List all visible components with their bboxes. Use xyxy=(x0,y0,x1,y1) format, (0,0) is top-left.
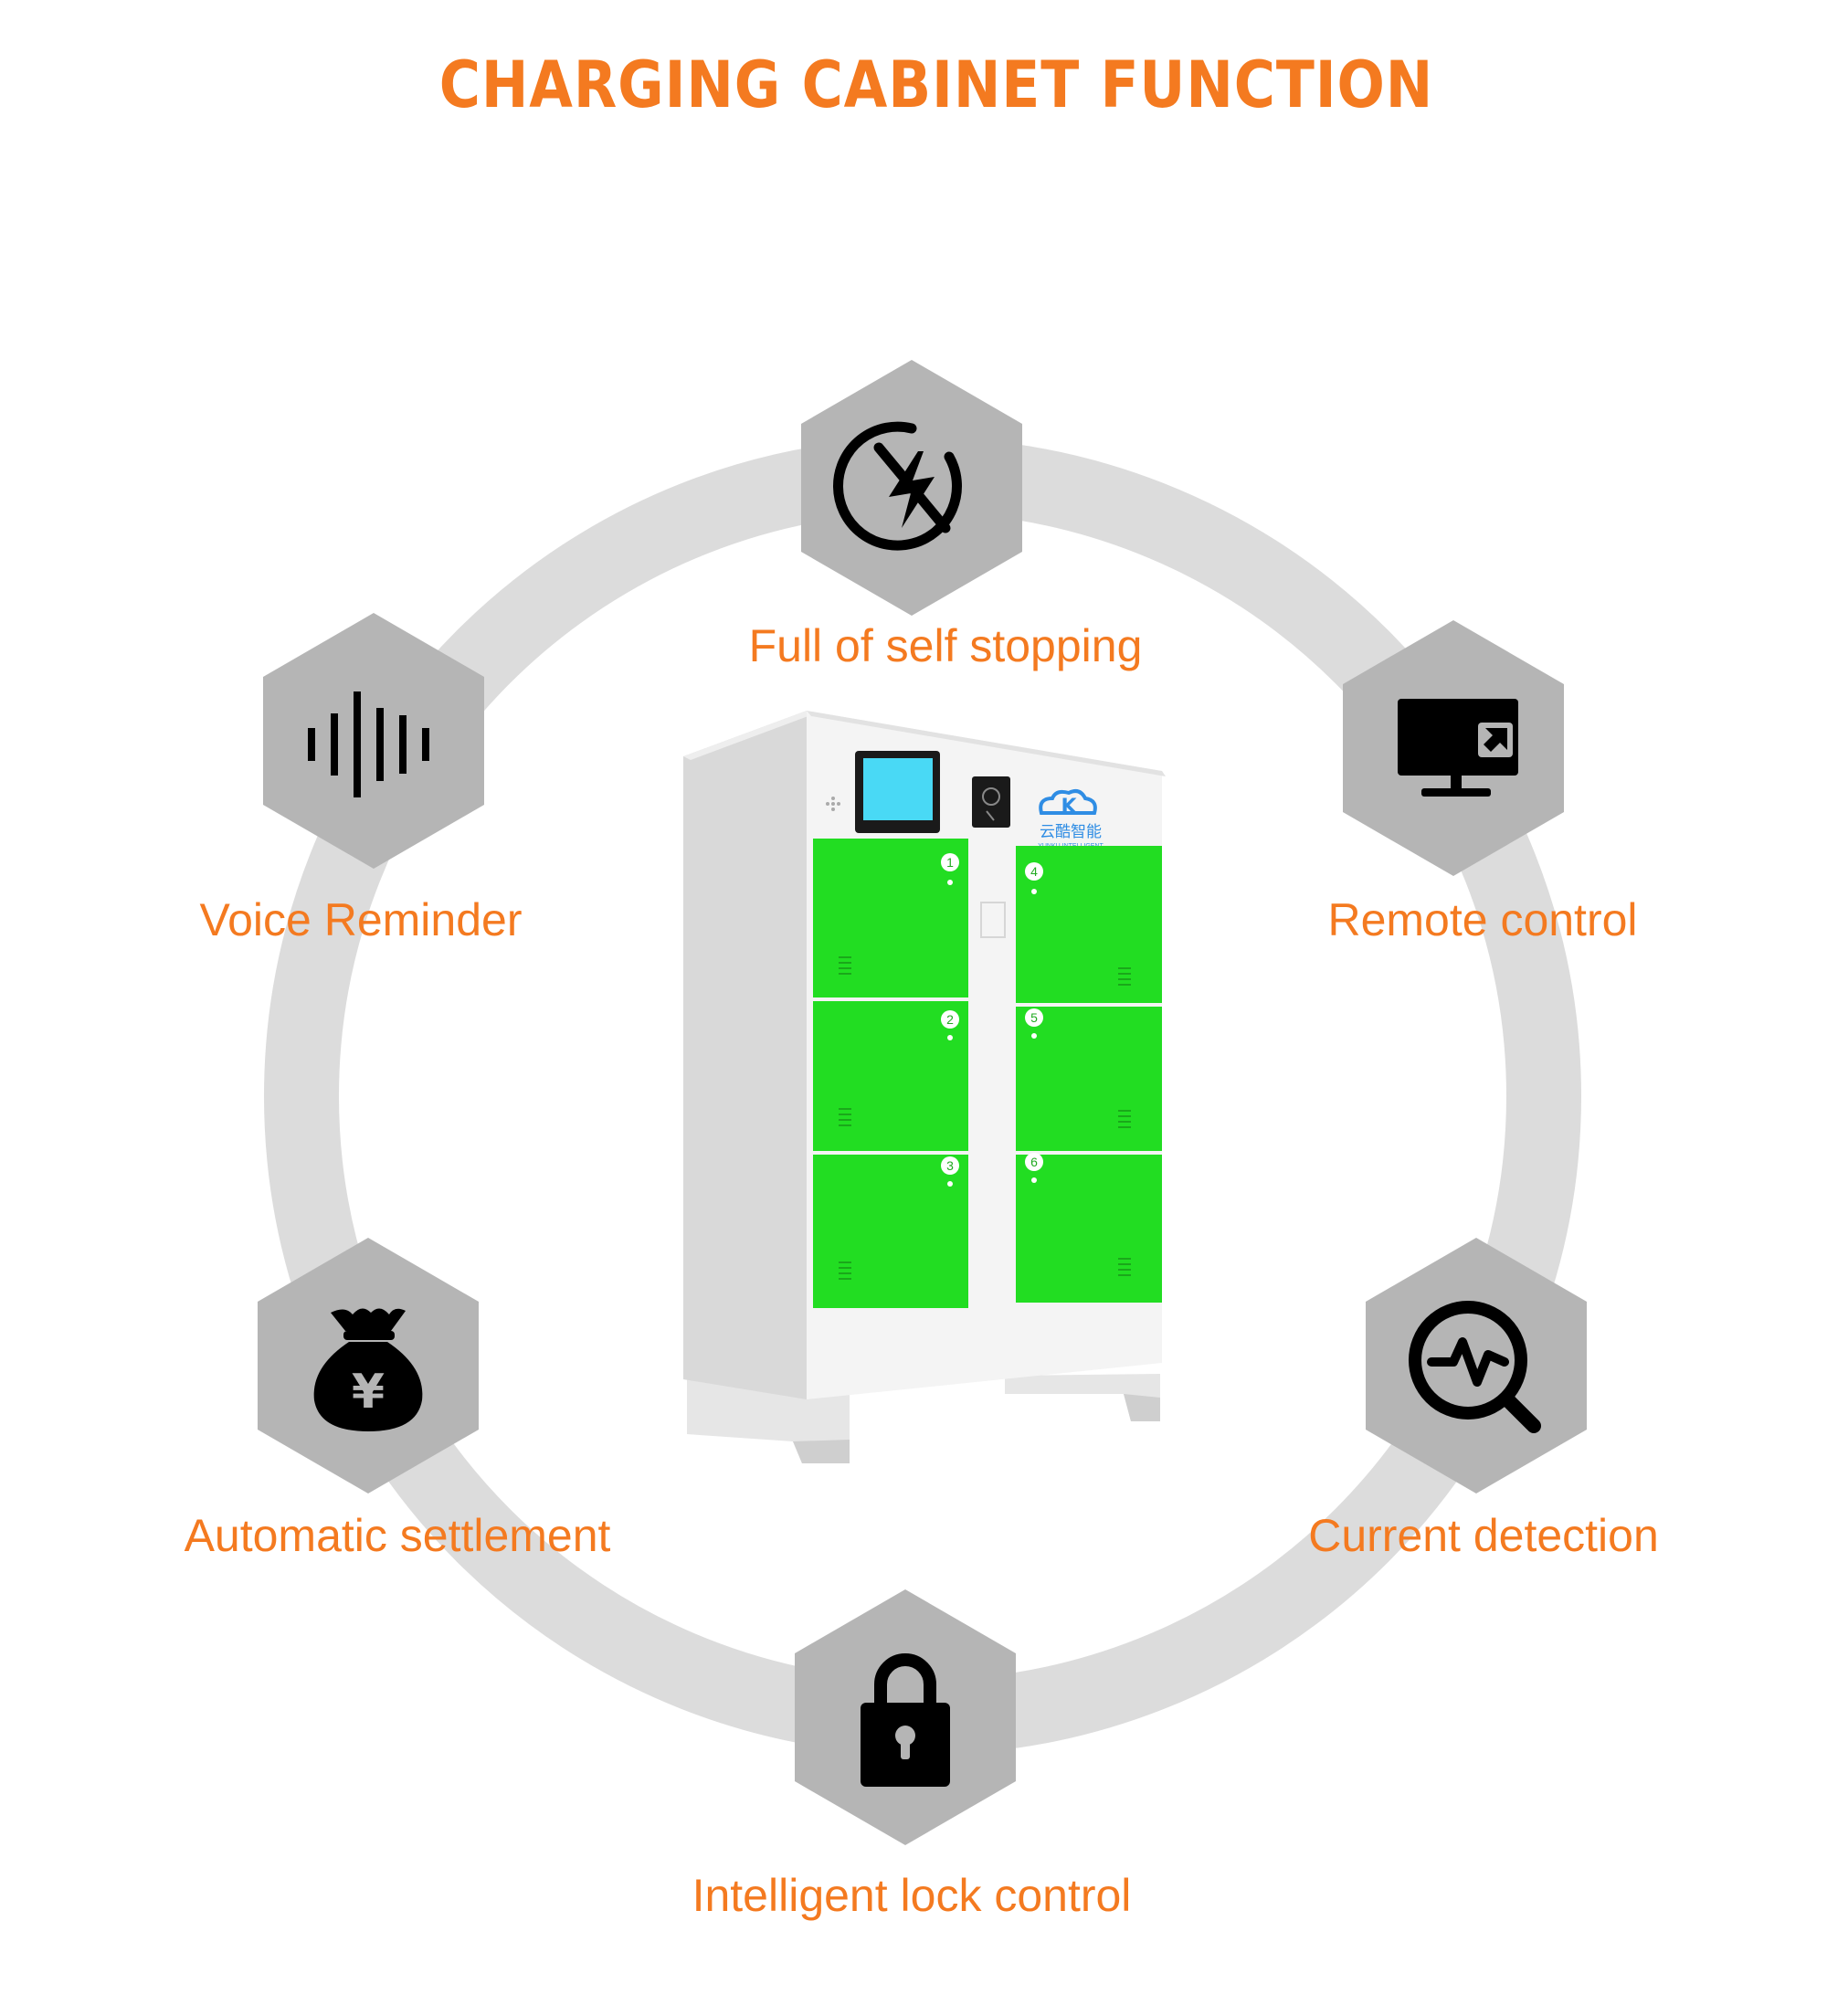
feature-hex-lock-control xyxy=(795,1589,1016,1845)
speaker-grille xyxy=(826,797,840,811)
cabinet-side-panel xyxy=(683,711,807,1399)
feature-label-automatic-settlement: Automatic settlement xyxy=(184,1510,611,1561)
feature-hex-automatic-settlement: ¥ xyxy=(258,1238,479,1494)
door-number: 2 xyxy=(946,1012,954,1027)
currency-symbol: ¥ xyxy=(352,1365,385,1420)
touch-screen xyxy=(863,758,933,820)
locker-column-left xyxy=(813,839,968,1308)
cabinet-leg-right xyxy=(1005,1374,1160,1421)
locker-door[interactable] xyxy=(1016,1007,1162,1151)
feature-label-voice-reminder: Voice Reminder xyxy=(199,894,523,945)
locker-column-right xyxy=(1016,846,1162,1303)
feature-hex-remote-control xyxy=(1343,620,1564,876)
door-number: 3 xyxy=(946,1158,954,1173)
monitor-remote-icon xyxy=(1398,699,1518,797)
feature-label-self-stopping: Full of self stopping xyxy=(748,620,1143,671)
no-charge-icon xyxy=(833,421,962,551)
door-number: 1 xyxy=(946,855,954,870)
feature-hex-voice-reminder xyxy=(263,613,484,869)
door-number: 5 xyxy=(1030,1010,1038,1025)
sound-wave-icon xyxy=(308,691,429,797)
locker-door[interactable] xyxy=(1016,1155,1162,1303)
door-number: 4 xyxy=(1030,864,1038,879)
pulse-search-icon xyxy=(1409,1301,1541,1433)
door-numbers: 1 2 3 4 5 6 xyxy=(941,853,1043,1187)
money-bag-yen-icon: ¥ xyxy=(313,1308,423,1431)
feature-label-current-detection: Current detection xyxy=(1308,1510,1659,1561)
charging-cabinet-image: K 云酷智能 YUNKU INTELLIGENT 1 2 3 4 xyxy=(683,711,1166,1463)
feature-hex-current-detection xyxy=(1366,1238,1587,1494)
feature-label-lock-control: Intelligent lock control xyxy=(692,1870,1132,1921)
door-number: 6 xyxy=(1030,1155,1038,1169)
hexagon-shape xyxy=(263,613,484,869)
card-reader xyxy=(972,776,1010,828)
padlock-icon xyxy=(861,1653,950,1787)
locker-door[interactable] xyxy=(813,1155,968,1308)
feature-hex-self-stopping xyxy=(801,360,1022,616)
logo-letter: K xyxy=(1061,796,1077,818)
page-title: CHARGING CABINET FUNCTION xyxy=(438,47,1434,122)
feature-label-remote-control: Remote control xyxy=(1327,894,1638,945)
brand-name-cn: 云酷智能 xyxy=(1040,823,1102,841)
